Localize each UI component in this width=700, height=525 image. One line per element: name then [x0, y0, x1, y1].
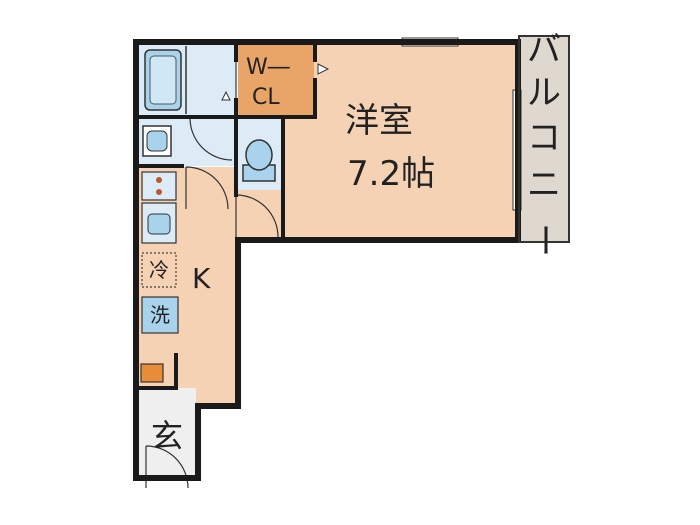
- burner-2: [156, 189, 162, 195]
- bathtub-inner: [149, 55, 177, 105]
- entrance-label: 玄: [151, 417, 183, 455]
- toilet-bowl: [245, 139, 273, 171]
- balcony-char-5: ー: [524, 223, 564, 257]
- kitchen-corridor-door: [185, 166, 229, 210]
- toilet-door: [235, 194, 279, 238]
- bath-door-mark: [221, 90, 231, 101]
- balcony-char-4: ニ: [527, 165, 561, 205]
- western-room-floor: [283, 44, 517, 238]
- balcony-char-2: ル: [527, 73, 561, 113]
- western-room-name: 洋室: [345, 101, 413, 141]
- washer-label: 洗: [150, 303, 170, 327]
- burner-1: [156, 177, 162, 183]
- orange-box: [140, 363, 164, 383]
- refrigerator: [141, 252, 177, 288]
- balcony-floor: [519, 36, 569, 242]
- kitchen-sink-bowl: [147, 213, 171, 235]
- balcony-char-3: コ: [527, 118, 561, 158]
- stove: [141, 171, 177, 201]
- wash-basin-bowl: [146, 130, 168, 152]
- closet-door-arrow: [317, 63, 330, 75]
- western-room-size: 7.2帖: [347, 154, 435, 194]
- closet-floor: [238, 44, 314, 116]
- kitchen-label: K: [192, 262, 211, 295]
- balcony-char-1: バ: [527, 30, 561, 70]
- refrigerator-label: 冷: [149, 258, 169, 282]
- balcony-outline: [518, 35, 570, 243]
- washer: [141, 296, 179, 334]
- entrance-floor: [138, 388, 196, 476]
- fixtures: 冷 洗: [140, 46, 276, 383]
- closet-label-line2: CL: [252, 85, 280, 110]
- closet-label-line1: W―: [246, 55, 290, 80]
